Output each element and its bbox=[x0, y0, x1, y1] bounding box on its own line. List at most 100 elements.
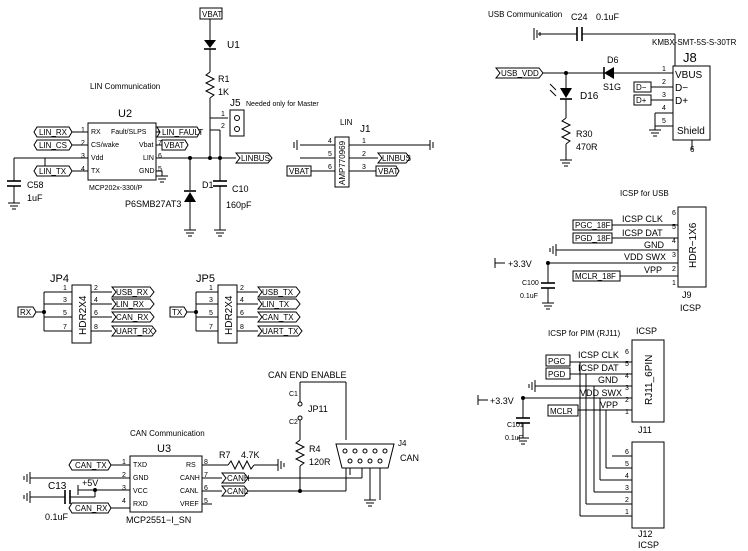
svg-text:2: 2 bbox=[625, 397, 629, 404]
svg-text:PGD: PGD bbox=[548, 370, 566, 379]
j5-pin1: 1 bbox=[221, 111, 225, 118]
svg-text:VREF: VREF bbox=[180, 501, 199, 508]
u3-ref: U3 bbox=[157, 443, 171, 455]
svg-text:4: 4 bbox=[625, 373, 629, 380]
icsp-usb-heading: ICSP for USB bbox=[620, 189, 669, 198]
svg-text:D−: D− bbox=[636, 83, 647, 92]
svg-text:2: 2 bbox=[122, 472, 126, 479]
svg-text:4: 4 bbox=[94, 297, 98, 304]
c24-value: 0.1uF bbox=[596, 12, 620, 22]
svg-text:7: 7 bbox=[209, 324, 213, 331]
lin-heading: LIN Communication bbox=[90, 82, 160, 91]
j12-label: ICSP bbox=[638, 540, 659, 550]
j5-pin2: 2 bbox=[221, 123, 225, 130]
net-pgd-18f bbox=[572, 232, 613, 244]
c10-value: 160pF bbox=[226, 200, 252, 210]
svg-text:CANL: CANL bbox=[180, 488, 199, 495]
svg-text:3: 3 bbox=[209, 297, 213, 304]
svg-text:4: 4 bbox=[662, 105, 666, 112]
r30-value: 470R bbox=[576, 142, 598, 152]
svg-text:3: 3 bbox=[672, 252, 676, 259]
svg-text:LIN_TX: LIN_TX bbox=[262, 300, 290, 309]
icsp-usb-supply: +3.3V bbox=[508, 259, 532, 269]
svg-text:TX: TX bbox=[172, 308, 183, 317]
j11-rj11 bbox=[631, 339, 665, 423]
svg-text:VPP: VPP bbox=[644, 265, 662, 275]
usb-connector-part: KMBX-SMT-5S-S-30TR bbox=[652, 38, 737, 47]
j4-db9-connector bbox=[335, 443, 395, 469]
r7-value: 4.7K bbox=[241, 450, 260, 460]
jp11-c1: C1 bbox=[289, 391, 298, 398]
net-usb-vdd bbox=[494, 67, 544, 79]
net-lin-vbat bbox=[161, 139, 189, 151]
svg-text:ICSP CLK: ICSP CLK bbox=[622, 214, 663, 224]
jp5-net-usb-tx bbox=[256, 286, 301, 298]
jp4-input-rx bbox=[17, 306, 37, 318]
svg-text:6: 6 bbox=[625, 349, 629, 356]
jp5-input-tx bbox=[169, 306, 188, 318]
svg-text:CAN_TX: CAN_TX bbox=[75, 461, 107, 470]
j12-header bbox=[631, 441, 665, 529]
svg-text:6: 6 bbox=[204, 485, 208, 492]
c100-value: 0.1uF bbox=[520, 293, 538, 300]
jp11-c2: C2 bbox=[289, 419, 298, 426]
u2-part: MCP202x-330I/P bbox=[89, 185, 143, 192]
svg-text:LIN_FAULT: LIN_FAULT bbox=[162, 128, 203, 137]
j1-net-vbat-left bbox=[286, 165, 312, 177]
j4-label: CAN bbox=[400, 453, 419, 463]
svg-text:USB_TX: USB_TX bbox=[262, 288, 294, 297]
svg-text:5: 5 bbox=[625, 361, 629, 368]
net-can-rx bbox=[68, 502, 112, 514]
svg-text:5: 5 bbox=[209, 310, 213, 317]
d1-part: P6SMB27AT3 bbox=[125, 199, 181, 209]
svg-text:3: 3 bbox=[662, 92, 666, 99]
svg-text:7: 7 bbox=[63, 324, 67, 331]
c101-value: 0.1uF bbox=[505, 435, 523, 442]
svg-text:UART_TX: UART_TX bbox=[262, 327, 299, 336]
svg-text:6: 6 bbox=[240, 310, 244, 317]
c58-ref: C58 bbox=[27, 180, 44, 190]
net-pgc-18f bbox=[572, 219, 613, 231]
u1-diode-symbol bbox=[204, 40, 216, 48]
svg-text:ICSP DAT: ICSP DAT bbox=[622, 228, 663, 238]
r1-resistor bbox=[204, 71, 216, 99]
vbat-flag bbox=[199, 7, 223, 20]
d1-ref: D1 bbox=[202, 180, 214, 190]
can-heading: CAN Communication bbox=[130, 429, 205, 438]
svg-text:5: 5 bbox=[63, 310, 67, 317]
svg-text:LINBUS: LINBUS bbox=[382, 154, 411, 163]
r4-value: 120R bbox=[309, 457, 331, 467]
r7-resistor bbox=[227, 459, 255, 471]
svg-text:PGD_18F: PGD_18F bbox=[575, 234, 611, 243]
jp5-header bbox=[217, 284, 238, 344]
svg-text:3: 3 bbox=[362, 164, 366, 171]
svg-text:CANH: CANH bbox=[227, 474, 250, 483]
svg-text:4: 4 bbox=[625, 473, 629, 480]
svg-text:2: 2 bbox=[240, 285, 244, 292]
vbat-label: VBAT bbox=[202, 10, 222, 19]
u2-pin6-num: 6 bbox=[158, 153, 162, 160]
icsp-pim-top-label: ICSP bbox=[636, 326, 657, 336]
svg-text:1: 1 bbox=[662, 66, 666, 73]
svg-text:1: 1 bbox=[625, 509, 629, 516]
svg-text:1: 1 bbox=[209, 285, 213, 292]
r4-resistor bbox=[294, 439, 306, 467]
u2-pin8-name: Fault/SLPS bbox=[111, 129, 147, 136]
can-supply: +5V bbox=[82, 478, 98, 488]
svg-text:VDD SWX: VDD SWX bbox=[580, 388, 622, 398]
j8-shield-pin: 6 bbox=[690, 145, 695, 154]
jp4-ref: JP4 bbox=[50, 273, 69, 285]
net-canh bbox=[220, 472, 249, 484]
j8-connector bbox=[672, 65, 711, 141]
svg-text:6: 6 bbox=[672, 210, 676, 217]
d6-diode-symbol bbox=[604, 67, 614, 79]
jp5-net-uart-tx bbox=[256, 325, 303, 337]
j11-part: RJ11_6PIN bbox=[644, 355, 655, 405]
net-linbus-left bbox=[234, 152, 273, 164]
j4-ref: J4 bbox=[398, 439, 407, 448]
svg-text:MCLR: MCLR bbox=[550, 407, 573, 416]
r4-ref: R4 bbox=[309, 444, 321, 454]
u2-pin7-num: 7 bbox=[158, 140, 162, 147]
u2-pin2-name: CS/wake bbox=[91, 142, 119, 149]
